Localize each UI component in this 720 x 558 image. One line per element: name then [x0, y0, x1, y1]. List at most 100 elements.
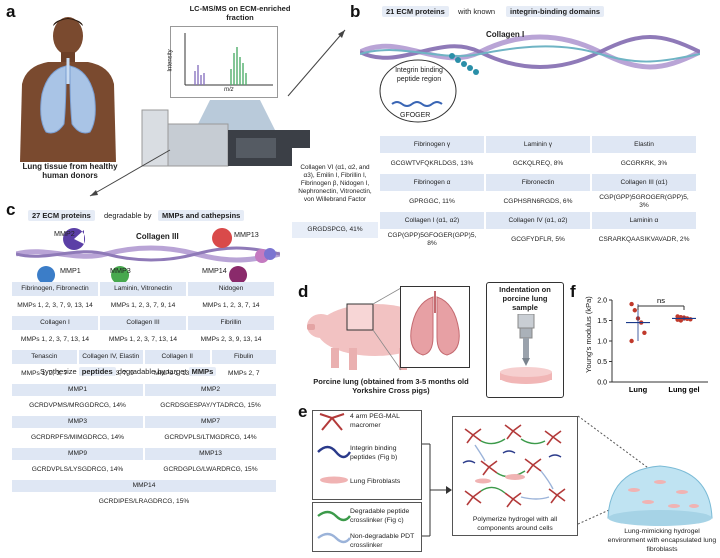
- legend-icons: [317, 413, 352, 544]
- y-tick-label: 0.0: [597, 380, 607, 387]
- pep-cell-r3c0: GCRDRPFS/MIMGDRCG, 14%: [12, 432, 143, 444]
- synth-pre: Synthesize: [40, 367, 77, 376]
- panel-f-label: f: [570, 282, 576, 301]
- indent-label: Indentation on porcine lung sample: [499, 285, 551, 312]
- integrin-region-label: Integrin binding peptide region: [395, 67, 443, 83]
- mmp14-row-seq: GCRDIPES/LRAGDRCG, 15%: [12, 496, 276, 508]
- collagen-iii-helix: [16, 228, 280, 282]
- panel-b-header-mid: with known: [458, 7, 496, 16]
- c4-cell-r0c1: Collagen IV, Elastin: [78, 350, 143, 364]
- x-tick-label: Lung: [629, 385, 648, 394]
- panel-c-header-count: 27 ECM proteins: [28, 210, 95, 221]
- b-cell-r5c1: GCGFYDFLR, 5%: [486, 231, 590, 248]
- c4-cell-r0c2: Collagen II: [145, 350, 210, 364]
- c4-cell-r1c3: MMPs 2, 7: [211, 367, 276, 381]
- pep-cell-r5c0: GCRDVPLS/LYSGDRCG, 14%: [12, 464, 143, 476]
- panel-c-header-enz: MMPs and cathepsins: [158, 210, 245, 221]
- pep-cell-r4c0: MMP9: [12, 448, 143, 460]
- pep-cell-r3c1: GCRDVPLS/LTMGDRCG, 14%: [145, 432, 276, 444]
- y-tick-label: 2.0: [597, 298, 607, 305]
- panel-a-label: a: [6, 2, 16, 21]
- mmp14-label: MMP14: [202, 266, 227, 275]
- mass-spectrometer-illustration: [141, 100, 310, 167]
- b-cell-r2c1: Fibronectin: [486, 174, 590, 191]
- pig-lung-icon: [410, 291, 460, 356]
- data-point: [678, 318, 683, 323]
- b-cell-r1c0: GCGWTVFQKRLDGS, 13%: [380, 155, 484, 172]
- lcms-title: LC-MS/MS on ECM-enriched fraction: [189, 4, 291, 22]
- c-cell-r0c1: Laminin, Vitronectin: [100, 282, 186, 296]
- brace-arrow: [422, 443, 452, 537]
- b-cell-r5c0: CGP(GPP)5GFOGER(GPP)5, 8%: [380, 231, 484, 248]
- collagen-i-helix: [360, 34, 700, 75]
- tissue-caption: Lung tissue from healthy human donors: [22, 162, 118, 180]
- arrows-a: [89, 29, 346, 197]
- mmp2-label: MMP2: [54, 229, 75, 238]
- c4-cell-r0c0: Tenascin: [12, 350, 77, 364]
- panel-e-label: e: [298, 402, 308, 421]
- b-cell-r3c0: GPRGGC, 11%: [380, 193, 484, 210]
- b-cell-r4c1: Collagen IV (α1, α2): [486, 212, 590, 229]
- c-cell-r0c0: Fibrinogen, Fibronectin: [12, 282, 98, 296]
- synth-line: Synthesize peptides degradable by target…: [40, 367, 217, 376]
- c-cell-r2c2: Fibrillin: [188, 316, 274, 330]
- b-cell-r0c1: Laminin γ: [486, 136, 590, 153]
- collagen-i-label: Collagen I: [486, 30, 525, 39]
- c4-cell-r0c3: Fibulin: [211, 350, 276, 364]
- human-torso-illustration: [20, 17, 116, 162]
- legend-degradable: Degradable peptide crosslinker (Fig c): [350, 508, 410, 524]
- panel-c-label: c: [6, 200, 16, 219]
- legend-peg: 4 arm PEG-MAL macromer: [350, 413, 400, 429]
- b-cell-r4c0: Collagen I (α1, α2): [380, 212, 484, 229]
- synth-mmps: MMPs: [188, 367, 217, 376]
- ms-spectrum-box: [170, 26, 278, 98]
- hydrogel-network-box: [452, 416, 578, 536]
- mmp13-label: MMP13: [234, 230, 259, 239]
- pep-cell-r0c1: MMP2: [145, 384, 276, 396]
- b-cell-r0c2: Elastin: [592, 136, 696, 153]
- ms-spectrum-plot: [184, 33, 273, 86]
- y-tick-label: 1.5: [597, 318, 607, 325]
- collagen-iii-label: Collagen III: [136, 232, 179, 241]
- legend-box-1: [312, 410, 422, 500]
- b-cell-r0c0: Fibrinogen γ: [380, 136, 484, 153]
- b-cell-r3c2: CGP(GPP)5GROGER(GPP)5, 3%: [592, 193, 696, 210]
- lung-zoom-box: [400, 286, 470, 368]
- c-cell-r3c2: MMPs 2, 3, 9, 13, 14: [188, 333, 274, 347]
- data-point: [629, 338, 634, 344]
- env-label: Lung-mimicking hydrogel environment with…: [607, 528, 717, 553]
- ms-xlabel: m/z: [224, 87, 234, 93]
- b-cell-r2c2: Collagen III (α1): [592, 174, 696, 191]
- polymerize-label: Polymerize hydrogel with all components …: [472, 516, 558, 532]
- data-point: [642, 330, 647, 335]
- porcine-caption: Porcine lung (obtained from 3-5 months o…: [313, 377, 469, 395]
- c-cell-r1c0: MMPs 1, 2, 3, 7, 9, 13, 14: [12, 299, 98, 313]
- c-cell-r1c2: MMPs 1, 2, 3, 7, 14: [188, 299, 274, 313]
- b-cell-r5c2: CSRARKQAASIKVAVADR, 2%: [592, 231, 696, 248]
- c-cell-r2c1: Collagen III: [100, 316, 186, 330]
- pep-cell-r1c1: GCRDSGESPAY/YTADRCG, 15%: [145, 400, 276, 412]
- c-cell-r3c0: MMPs 1, 2, 3, 7, 13, 14: [12, 333, 98, 347]
- mmp1-label: MMP1: [60, 266, 81, 275]
- y-tick-label: 1.0: [597, 339, 607, 346]
- y-tick-label: 0.5: [597, 359, 607, 366]
- pep-cell-r0c0: MMP1: [12, 384, 143, 396]
- x-tick-label: Lung gel: [668, 385, 699, 394]
- pep-cell-r2c1: MMP7: [145, 416, 276, 428]
- pep-cell-r2c0: MMP3: [12, 416, 143, 428]
- c4-cell-r1c0: MMPs 1, 2, 3, 7: [12, 367, 77, 381]
- mmp3-label: MMP3: [110, 266, 131, 275]
- hydrogel-dome: [607, 465, 713, 526]
- pep-cell-r4c1: MMP13: [145, 448, 276, 460]
- synth-peptides: peptides: [78, 367, 116, 376]
- b-left-seq: GRGDSPCG, 41%: [292, 222, 378, 238]
- hydrogel-network-illustration: [462, 424, 566, 508]
- b-cell-r2c0: Fibrinogen α: [380, 174, 484, 191]
- b-cell-r1c1: GCKQLREQ, 8%: [486, 155, 590, 172]
- synth-mid: degradable by target: [117, 367, 187, 376]
- pep-cell-r5c1: GCRDGPLG/LWARDRCG, 15%: [145, 464, 276, 476]
- mmp14-row-label: MMP14: [12, 480, 276, 492]
- b-cell-r4c2: Laminin α: [592, 212, 696, 229]
- panel-b-label: b: [350, 2, 361, 21]
